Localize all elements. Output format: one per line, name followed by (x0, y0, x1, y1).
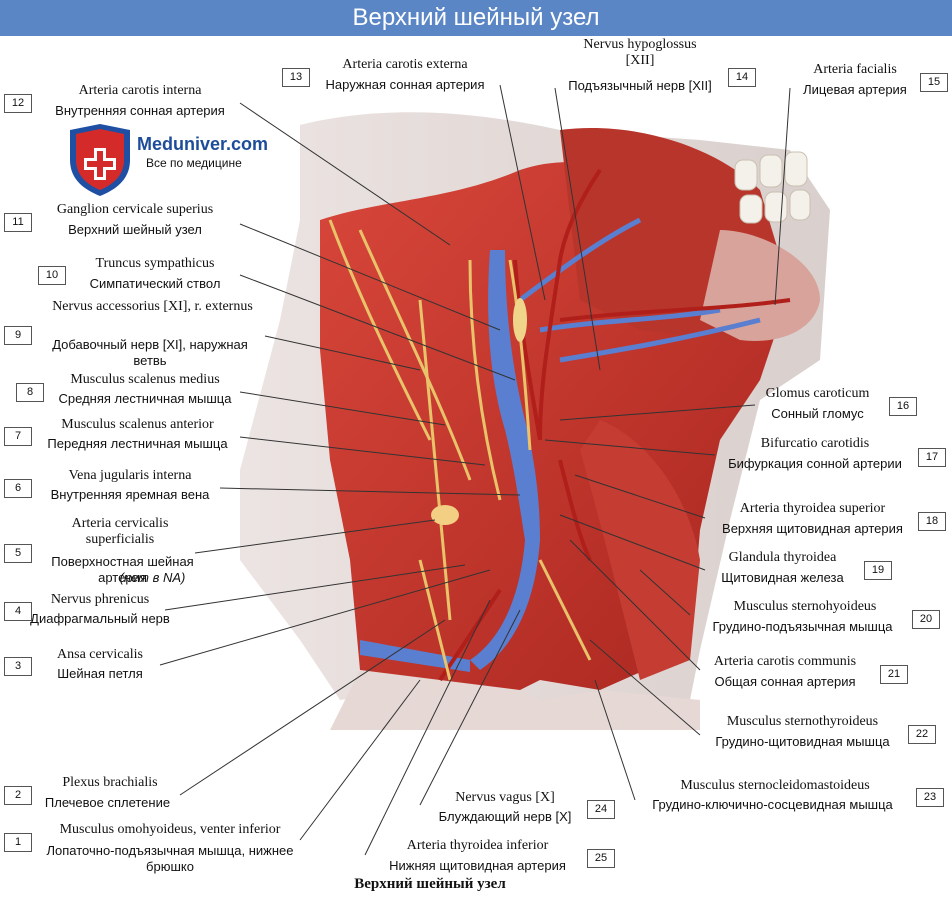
label-latin: Arteria cervicalis superficialis (71, 516, 169, 547)
label-latin: Bifurcatio carotidis (760, 436, 870, 451)
label-latin: Ganglion cervicale superius (56, 202, 214, 217)
label-latin: Truncus sympathicus (95, 256, 215, 271)
sternocleidomastoid (580, 420, 700, 680)
label-latin: Musculus sternohyoideus (733, 599, 877, 614)
label-russian: Лопаточно-подъязычная мышца, нижнее брюш… (46, 843, 294, 874)
label-note: (нет в NA) (119, 570, 186, 585)
label-number: 23 (916, 788, 944, 807)
label-russian: Передняя лестничная мышца (47, 436, 228, 451)
label-number: 8 (16, 383, 44, 402)
label-russian: Средняя лестничная мышца (58, 391, 232, 406)
internal-jugular-vein (488, 250, 540, 540)
label-latin: Glandula thyroidea (728, 550, 837, 565)
logo-tagline: Все по медицине (146, 156, 242, 170)
label-number: 19 (864, 561, 892, 580)
label-number: 15 (920, 73, 948, 92)
label-russian: Верхняя щитовидная артерия (722, 521, 903, 536)
label-number: 24 (587, 800, 615, 819)
label-russian: Добавочный нерв [XI], наружная ветвь (52, 337, 248, 368)
label-latin: Arteria thyroidea superior (739, 501, 886, 516)
label-number: 3 (4, 657, 32, 676)
logo-shield (70, 124, 130, 196)
label-latin: Arteria carotis interna (78, 83, 202, 98)
label-number: 6 (4, 479, 32, 498)
label-number: 21 (880, 665, 908, 684)
label-latin: Plexus brachialis (62, 775, 158, 790)
label-number: 2 (4, 786, 32, 805)
label-russian: Диафрагмальный нерв (30, 611, 170, 626)
label-number: 4 (4, 602, 32, 621)
label-latin: Arteria carotis externa (342, 57, 468, 72)
label-latin: Musculus scalenus medius (70, 372, 220, 387)
label-number: 9 (4, 326, 32, 345)
label-russian: Внутренняя сонная артерия (55, 103, 225, 118)
label-latin: Arteria facialis (813, 62, 897, 77)
label-russian: Щитовидная железа (721, 570, 844, 585)
label-latin: Musculus sternothyroideus (726, 714, 879, 729)
label-latin: Ansa cervicalis (57, 647, 143, 662)
page-title: Верхний шейный узел (0, 0, 952, 36)
label-number: 14 (728, 68, 756, 87)
label-russian: Грудино-щитовидная мышца (715, 734, 890, 749)
label-number: 13 (282, 68, 310, 87)
label-latin: Nervus hypoglossus [XII] (583, 37, 697, 68)
label-latin: Glomus caroticum (765, 386, 870, 401)
label-russian: Наружная сонная артерия (325, 77, 485, 92)
label-russian: Лицевая артерия (803, 82, 907, 97)
label-number: 18 (918, 512, 946, 531)
label-russian: Подъязычный нерв [XII] (568, 78, 712, 93)
leader-lines (159, 84, 791, 856)
label-latin: Nervus phrenicus (50, 592, 150, 607)
label-russian: Внутренняя яремная вена (50, 487, 210, 502)
label-latin: Musculus sternocleidomastoideus (680, 778, 870, 793)
label-russian: Блуждающий нерв [X] (438, 809, 572, 824)
label-latin: Arteria carotis communis (713, 654, 857, 669)
label-number: 1 (4, 833, 32, 852)
label-number: 11 (4, 213, 32, 232)
label-number: 10 (38, 266, 66, 285)
label-russian: Грудино-ключично-сосцевидная мышца (652, 797, 893, 812)
label-russian: Верхний шейный узел (68, 222, 202, 237)
figure-caption: Верхний шейный узел (354, 876, 506, 892)
label-latin: Nervus accessorius [XI], r. externus (52, 299, 253, 314)
logo-name[interactable]: Meduniver.com (137, 134, 269, 154)
label-russian: Плечевое сплетение (44, 795, 171, 810)
label-russian: Общая сонная артерия (714, 674, 856, 689)
label-latin: Vena jugularis interna (68, 468, 192, 483)
label-latin: Arteria thyroidea inferior (406, 838, 549, 853)
label-latin: Nervus vagus [X] (455, 790, 555, 805)
ganglion-shape (513, 298, 527, 342)
label-latin: Musculus omohyoideus, venter inferior (59, 822, 281, 837)
label-number: 5 (4, 544, 32, 563)
label-russian: Шейная петля (57, 666, 143, 681)
label-latin: Musculus scalenus anterior (61, 417, 214, 432)
label-number: 12 (4, 94, 32, 113)
label-russian: Поверхностная шейная артерия (51, 554, 194, 585)
label-number: 25 (587, 849, 615, 868)
label-russian: Сонный гломус (771, 406, 864, 421)
label-russian: Симпатический ствол (89, 276, 221, 291)
label-number: 22 (908, 725, 936, 744)
label-russian: Бифуркация сонной артерии (728, 456, 902, 471)
label-number: 17 (918, 448, 946, 467)
label-number: 20 (912, 610, 940, 629)
label-number: 7 (4, 427, 32, 446)
label-russian: Грудино-подъязычная мышца (712, 619, 893, 634)
label-number: 16 (889, 397, 917, 416)
label-russian: Нижняя щитовидная артерия (389, 858, 566, 873)
teeth (734, 151, 811, 224)
